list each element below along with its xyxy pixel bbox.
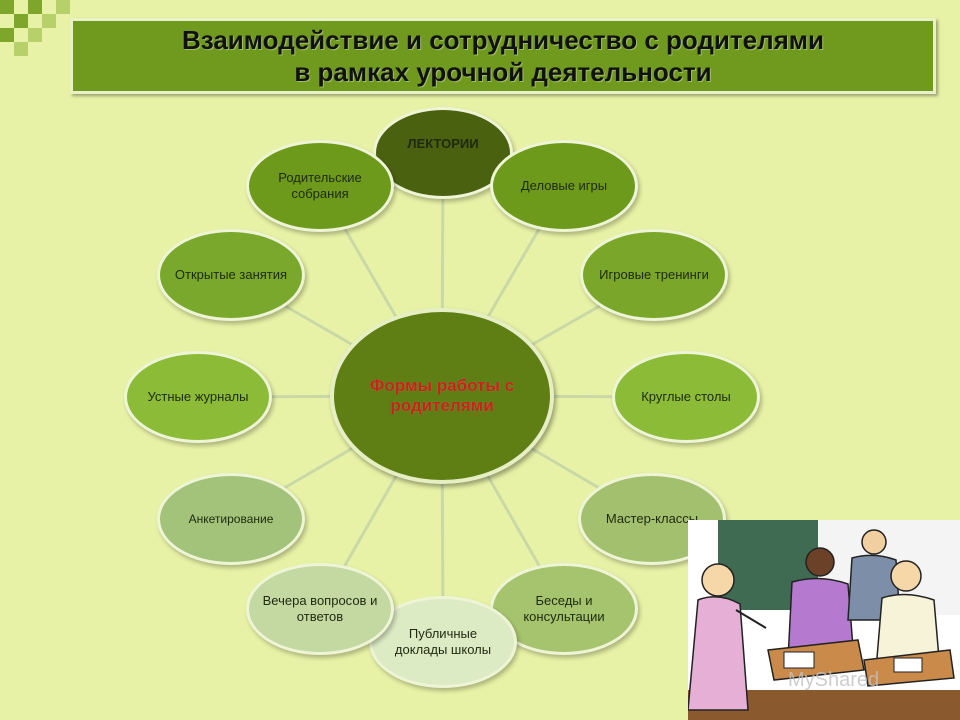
corner-square xyxy=(56,0,70,14)
form-node-label: Открытые занятия xyxy=(174,267,288,282)
form-node: Устные журналы xyxy=(124,351,272,443)
form-node: Игровые тренинги xyxy=(580,229,728,321)
form-node-label: Деловые игры xyxy=(520,178,608,193)
form-node: Мастер-классы xyxy=(578,473,726,565)
form-node: Вечера вопросов и ответов xyxy=(246,563,394,655)
corner-square xyxy=(0,28,14,42)
form-node-label: Игровые тренинги xyxy=(599,267,709,282)
title-line-2: в рамках урочной деятельности xyxy=(294,57,712,87)
form-node-label: Родительские собрания xyxy=(278,170,362,201)
form-node: Деловые игры xyxy=(490,140,638,232)
form-node: ЛЕКТОРИИ xyxy=(373,107,513,199)
form-node: Анкетирование xyxy=(157,473,305,565)
title-line-1: Взаимодействие и сотрудничество с родите… xyxy=(181,25,825,55)
form-node: Родительские собрания xyxy=(246,140,394,232)
title-banner: Взаимодействие и сотрудничество с родите… xyxy=(70,18,936,94)
form-node-label: Устные журналы xyxy=(147,389,249,404)
corner-square xyxy=(42,14,56,28)
corner-square xyxy=(0,0,14,14)
form-node-label: Мастер-классы xyxy=(605,511,699,526)
form-node-label: Беседы и консультации xyxy=(523,593,605,624)
form-node: Открытые занятия xyxy=(157,229,305,321)
watermark: MyShared xyxy=(788,669,879,691)
center-node: Формы работы с родителями xyxy=(330,308,554,484)
classroom-illustration: MyShared xyxy=(688,520,960,720)
form-node-label: ЛЕКТОРИИ xyxy=(407,136,479,151)
form-node-label: Анкетирование xyxy=(188,512,274,526)
center-label: Формы работы с родителями xyxy=(369,376,515,415)
corner-square xyxy=(14,14,28,28)
corner-square xyxy=(28,0,42,14)
form-node: Круглые столы xyxy=(612,351,760,443)
form-node-label: Публичные доклады школы xyxy=(394,626,492,657)
form-node-label: Вечера вопросов и ответов xyxy=(262,593,378,624)
corner-square xyxy=(14,42,28,56)
corner-square xyxy=(28,28,42,42)
form-node-label: Круглые столы xyxy=(641,389,731,404)
